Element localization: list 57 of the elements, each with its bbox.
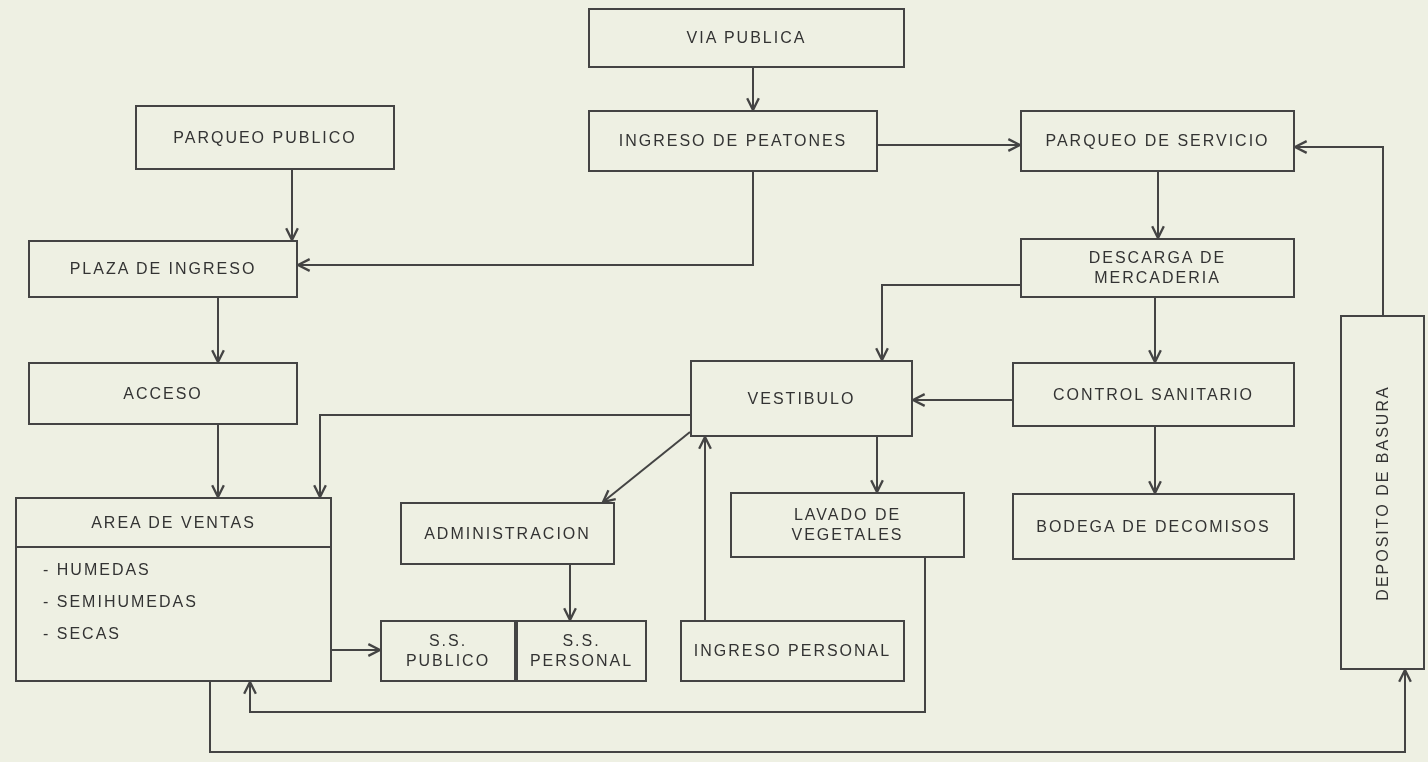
box-label: DESCARGA DE MERCADERIA <box>1087 248 1228 288</box>
arrow <box>870 436 884 494</box>
arrow <box>1293 140 1384 316</box>
list-item: - SEMIHUMEDAS <box>42 592 199 612</box>
arrow <box>313 414 691 499</box>
arrow <box>746 67 760 112</box>
arrow <box>285 169 299 242</box>
list-item: - HUMEDAS <box>42 560 152 580</box>
box-label: ACCESO <box>122 383 204 404</box>
process-box <box>730 492 965 558</box>
process-box <box>1020 238 1295 298</box>
arrow <box>563 564 577 622</box>
box-label: PLAZA DE INGRESO <box>68 259 258 279</box>
arrow <box>877 138 1022 152</box>
box-label: AREA DE VENTAS <box>17 499 330 548</box>
process-box <box>690 360 913 437</box>
box-label: LAVADO DE VEGETALES <box>790 505 905 545</box>
list-box <box>15 497 332 682</box>
arrow <box>209 668 1412 753</box>
box-label: INGRESO DE PEATONES <box>617 131 849 151</box>
process-box <box>380 620 516 682</box>
process-box <box>680 620 905 682</box>
arrow <box>698 435 712 621</box>
box-label: CONTROL SANITARIO <box>1051 384 1256 405</box>
process-box <box>1340 315 1425 670</box>
arrow <box>875 284 1021 362</box>
arrow <box>331 643 382 657</box>
box-label: S.S. PERSONAL <box>528 631 635 671</box>
list-item: - SECAS <box>42 624 122 644</box>
arrow <box>1148 297 1162 364</box>
box-label: DEPOSITO DE BASURA <box>1372 383 1392 603</box>
arrow <box>601 431 691 504</box>
process-box <box>588 110 878 172</box>
process-box <box>28 362 298 425</box>
process-box <box>28 240 298 298</box>
box-label: ADMINISTRACION <box>423 523 592 544</box>
process-box <box>135 105 395 170</box>
box-label: BODEGA DE DECOMISOS <box>1035 516 1272 537</box>
arrow <box>211 297 225 364</box>
process-box <box>1020 110 1295 172</box>
box-label: VIA PUBLICA <box>685 28 808 48</box>
arrow <box>1148 426 1162 495</box>
arrow <box>1151 171 1165 240</box>
box-label: PARQUEO PUBLICO <box>172 127 358 148</box>
process-box <box>400 502 615 565</box>
arrow <box>211 424 225 499</box>
box-label: S.S. PUBLICO <box>404 631 492 671</box>
process-box <box>516 620 647 682</box>
box-label: INGRESO PERSONAL <box>692 641 893 661</box>
process-box <box>1012 493 1295 560</box>
box-label: VESTIBULO <box>746 388 857 409</box>
arrow <box>296 171 754 272</box>
box-label: PARQUEO DE SERVICIO <box>1044 131 1271 151</box>
process-box <box>1012 362 1295 427</box>
process-box <box>588 8 905 68</box>
arrow <box>911 393 1013 407</box>
arrow <box>243 557 926 713</box>
